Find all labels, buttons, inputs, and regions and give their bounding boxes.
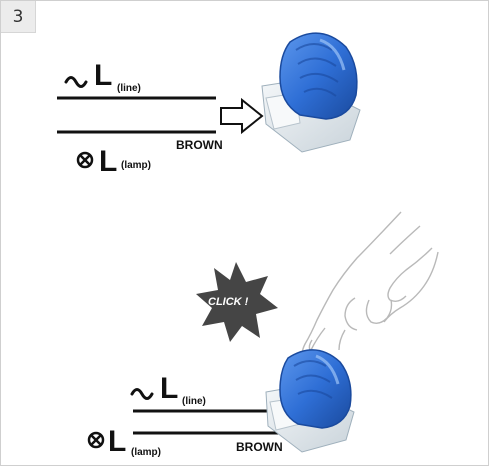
lamp-label: L <box>99 145 117 178</box>
lamp-icon <box>87 431 105 449</box>
lamp-sub-label: (lamp) <box>131 447 161 458</box>
wire-color-label: BROWN <box>176 138 223 152</box>
step-number: 3 <box>1 1 36 33</box>
lamp-label: L <box>108 425 126 458</box>
wire-color-label: BROWN <box>236 440 283 454</box>
line-sub-label: (line) <box>117 83 141 94</box>
line-label: L <box>94 59 112 92</box>
bottom-wiring: CLICK ! L (line) BROWN L (lamp) <box>87 211 439 458</box>
connector-icon <box>265 349 355 453</box>
line-label: L <box>160 372 178 405</box>
connector-icon <box>261 32 361 153</box>
lamp-sub-label: (lamp) <box>121 160 151 171</box>
line-sub-label: (line) <box>182 396 206 407</box>
arrow-right-icon <box>220 97 264 135</box>
ac-wave-icon <box>64 76 88 88</box>
lamp-icon <box>76 151 94 169</box>
click-burst-icon: CLICK ! <box>196 262 278 342</box>
finger-hand-icon <box>301 211 439 358</box>
click-text: CLICK ! <box>208 296 249 308</box>
ac-wave-icon <box>130 388 154 400</box>
top-wiring: L (line) BROWN L (lamp) <box>57 32 361 178</box>
